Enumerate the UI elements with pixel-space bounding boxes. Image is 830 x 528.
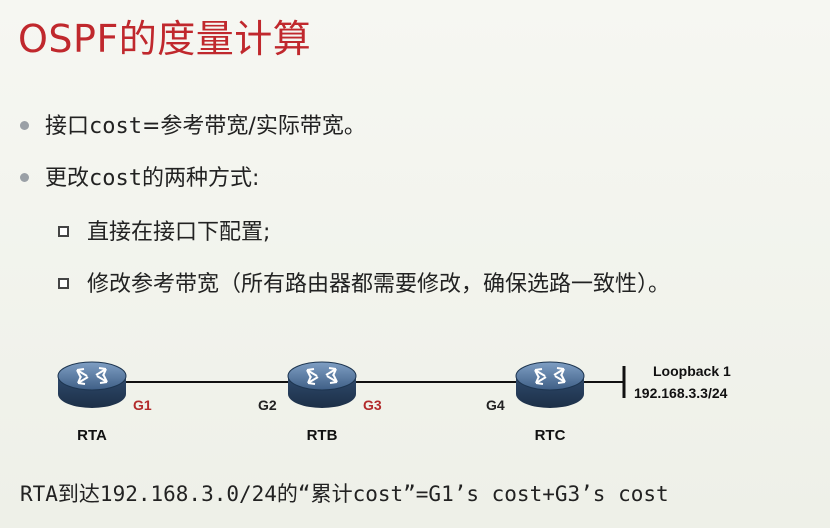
sub-bullet-text: 修改参考带宽（所有路由器都需要修改，确保选路一致性）。 <box>87 272 671 297</box>
bullet-text-code: cost <box>89 114 142 139</box>
interface-label-g4: G4 <box>486 397 505 413</box>
bullet-dot-icon <box>20 172 29 182</box>
bullet-item-cost-formula: 接口cost=参考带宽/实际带宽。 <box>20 108 366 140</box>
network-topology-diagram: RTA RTB RTC G1 G2 G3 G4 Loopback 1 192.1… <box>57 361 731 444</box>
loopback-name: Loopback 1 <box>653 363 731 379</box>
router-icon <box>287 361 357 408</box>
router-icon <box>57 361 127 408</box>
router-icon <box>515 361 585 408</box>
square-bullet-icon <box>58 277 69 289</box>
bullet-text-pre: 更改 <box>45 166 90 191</box>
bullet-text-pre: 接口 <box>45 114 90 139</box>
square-bullet-icon <box>58 225 69 237</box>
sub-bullet-item-interface: 直接在接口下配置; <box>58 214 270 246</box>
bullet-text-post: =参考带宽/实际带宽。 <box>142 114 366 139</box>
interface-label-g2: G2 <box>258 397 277 413</box>
bullet-dot-icon <box>20 120 29 130</box>
interface-label-g3: G3 <box>363 397 382 413</box>
bullet-item-change-cost: 更改cost的两种方式: <box>20 160 259 192</box>
interface-label-g1: G1 <box>133 397 152 413</box>
sub-bullet-text: 直接在接口下配置; <box>87 220 271 245</box>
loopback-address: 192.168.3.3/24 <box>634 385 728 401</box>
cumulative-cost-formula: RTA到达192.168.3.0/24的“累计cost”=G1’s cost+G… <box>20 482 669 506</box>
sub-bullet-item-reference-bandwidth: 修改参考带宽（所有路由器都需要修改，确保选路一致性）。 <box>58 266 670 298</box>
router-label-rtb: RTB <box>307 427 338 444</box>
router-label-rtc: RTC <box>535 427 566 444</box>
slide-title: OSPF的度量计算 <box>18 17 312 61</box>
router-label-rta: RTA <box>77 427 107 444</box>
bullet-text-post: 的两种方式: <box>142 166 260 191</box>
bullet-text-code: cost <box>89 166 142 191</box>
